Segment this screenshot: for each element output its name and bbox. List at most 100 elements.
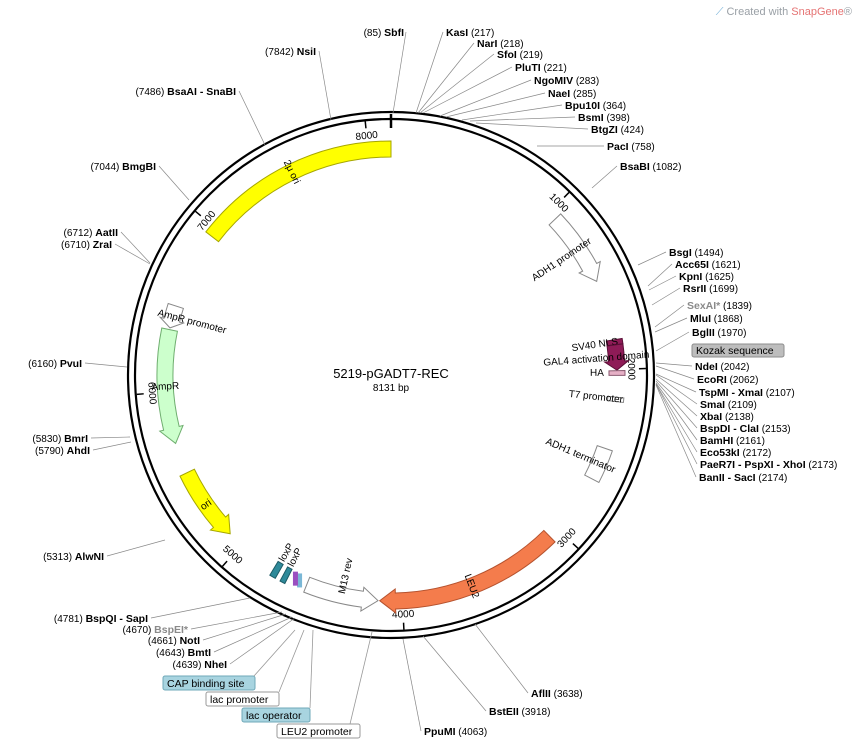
- enzyme-bspei-: (4670) BspEI*: [122, 624, 188, 636]
- enzyme-position: (85): [364, 28, 385, 39]
- plasmid-size: 8131 bp: [373, 383, 410, 394]
- enzyme-name: NdeI: [695, 361, 718, 373]
- enzyme-name: SfoI: [497, 49, 517, 61]
- enzyme-aatii: (6712) AatII: [64, 227, 119, 239]
- leader-line: [655, 362, 693, 367]
- leader-line: [655, 383, 698, 453]
- enzyme-position: (4670): [122, 625, 154, 636]
- enzyme-position: (1625): [702, 272, 734, 283]
- leu2-promoter-leader: [349, 631, 373, 725]
- enzyme-name: BanII - SacI: [699, 472, 756, 484]
- enzyme-name: BtgZI: [591, 124, 618, 136]
- enzyme-sexai-: SexAI* (1839): [687, 300, 752, 312]
- enzyme-name: PvuI: [60, 358, 82, 370]
- enzyme-paci: PacI (758): [607, 141, 655, 153]
- enzyme-name: PacI: [607, 141, 629, 153]
- leader-line: [655, 365, 695, 380]
- enzyme-position: (3918): [519, 707, 551, 718]
- tick-mark: [364, 121, 367, 129]
- enzyme-pluti: PluTI (221): [515, 62, 567, 74]
- enzyme-name: KasI: [446, 27, 468, 39]
- enzyme-name: BamHI: [700, 435, 733, 447]
- leader-line: [655, 383, 698, 465]
- enzyme-position: (5830): [32, 434, 64, 445]
- feature-adh1-promoter: [548, 213, 601, 283]
- feature-2-ori: [205, 140, 392, 243]
- enzyme-name: BmtI: [188, 647, 211, 659]
- leader-line: [402, 638, 422, 732]
- enzyme-aflii: AflII (3638): [531, 688, 583, 700]
- leader-line: [392, 31, 407, 114]
- cap-binding-site-box: [162, 675, 256, 691]
- enzyme-eco53ki: Eco53kI (2172): [700, 447, 771, 459]
- leader-line: [654, 304, 685, 328]
- enzyme-name: SexAI*: [687, 300, 721, 312]
- watermark-prefix: Created with: [726, 6, 792, 18]
- enzyme-position: (1970): [715, 328, 747, 339]
- enzyme-position: (2109): [725, 400, 757, 411]
- enzyme-position: (7842): [265, 47, 297, 58]
- enzyme-name: BglII: [692, 327, 715, 339]
- leader-line: [647, 263, 673, 287]
- leader-line: [422, 635, 487, 712]
- enzyme-position: (1699): [706, 284, 738, 295]
- backbone-outer: [126, 110, 656, 640]
- enzyme-sfoi: SfoI (219): [497, 49, 543, 61]
- leader-line: [655, 384, 697, 478]
- lac-operator-label: lac operator: [246, 710, 302, 722]
- leader-line: [120, 231, 151, 264]
- enzyme-position: (1494): [692, 248, 724, 259]
- feature-ampr: [156, 327, 184, 445]
- tick-label: 8000: [355, 130, 379, 143]
- enzyme-name: NarI: [477, 38, 498, 50]
- enzyme-rsrii: RsrII (1699): [683, 283, 738, 295]
- enzyme-name: NsiI: [297, 46, 316, 58]
- leader-line: [648, 275, 677, 291]
- enzyme-name: AatII: [95, 227, 118, 239]
- enzyme-position: (2153): [759, 424, 791, 435]
- snapgene-watermark: ⟋Created with SnapGene®: [716, 6, 852, 19]
- lac-promoter-label: lac promoter: [210, 694, 269, 706]
- enzyme-name: MluI: [690, 313, 711, 325]
- leader-line: [106, 539, 166, 557]
- enzyme-position: (5790): [35, 446, 67, 457]
- enzyme-position: (2062): [727, 375, 759, 386]
- feature-loxp: [279, 566, 293, 585]
- enzyme-position: (2174): [756, 473, 788, 484]
- enzyme-name: NotI: [180, 635, 200, 647]
- enzyme-acc65i: Acc65I (1621): [675, 259, 741, 271]
- enzyme-name: ZraI: [93, 239, 112, 251]
- enzyme-position: (285): [570, 89, 596, 100]
- leader-line: [202, 613, 287, 641]
- enzyme-bsteii: BstEII (3918): [489, 706, 550, 718]
- enzyme-name: SmaI: [700, 399, 725, 411]
- feature-ori: [179, 468, 231, 535]
- enzyme-name: PpuMI: [424, 726, 456, 738]
- enzyme-xbai: XbaI (2138): [700, 411, 754, 423]
- enzyme-name: NgoMIV: [534, 75, 573, 87]
- leader-line: [318, 50, 332, 121]
- feature-ha: [608, 370, 626, 376]
- enzyme-position: (1621): [709, 260, 741, 271]
- tick-mark: [572, 543, 579, 549]
- cap-leader: [253, 629, 296, 677]
- enzyme-bsgi: BsgI (1494): [669, 247, 723, 259]
- enzyme-name: PaeR7I - PspXI - XhoI: [700, 459, 806, 471]
- enzyme-position: (2042): [718, 362, 750, 373]
- leader-line: [90, 436, 131, 439]
- lac-operator-leader: [309, 629, 314, 709]
- feature-label-ori: ori: [199, 497, 214, 512]
- enzyme-name: PluTI: [515, 62, 541, 74]
- enzyme-position: (283): [573, 76, 599, 87]
- enzyme-position: (4063): [456, 727, 488, 738]
- enzyme-bpu10i: Bpu10I (364): [565, 100, 626, 112]
- leader-line: [419, 53, 495, 114]
- enzyme-pvui: (6160) PvuI: [28, 358, 82, 370]
- enzyme-ppumi: PpuMI (4063): [424, 726, 487, 738]
- enzyme-position: (7486): [135, 87, 167, 98]
- enzyme-position: (4781): [54, 614, 86, 625]
- enzyme-name: BsmI: [578, 112, 604, 124]
- enzyme-position: (7044): [90, 162, 122, 173]
- lac-promoter-box: [205, 691, 280, 707]
